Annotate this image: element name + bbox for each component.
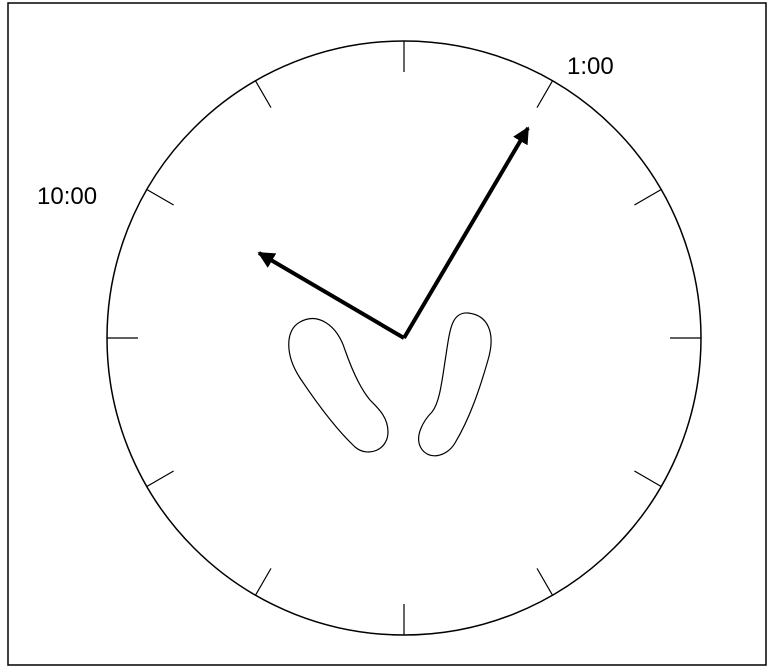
tick-11-oclock	[256, 81, 272, 108]
hour-arrow-1-oclock	[404, 128, 528, 338]
tick-7-oclock	[256, 568, 272, 595]
tick-5-oclock	[537, 568, 553, 595]
right-footprint	[419, 313, 491, 456]
tick-1-oclock	[537, 81, 553, 108]
hour-arrow-10-oclock	[259, 253, 404, 338]
tick-8-oclock	[147, 471, 174, 487]
tick-2-oclock	[634, 190, 661, 206]
label-10-oclock: 10:00	[37, 183, 97, 210]
frame-border	[8, 3, 766, 665]
tick-4-oclock	[634, 471, 661, 487]
left-footprint	[289, 319, 388, 452]
label-1-oclock: 1:00	[567, 53, 614, 80]
tick-10-oclock	[147, 190, 174, 206]
